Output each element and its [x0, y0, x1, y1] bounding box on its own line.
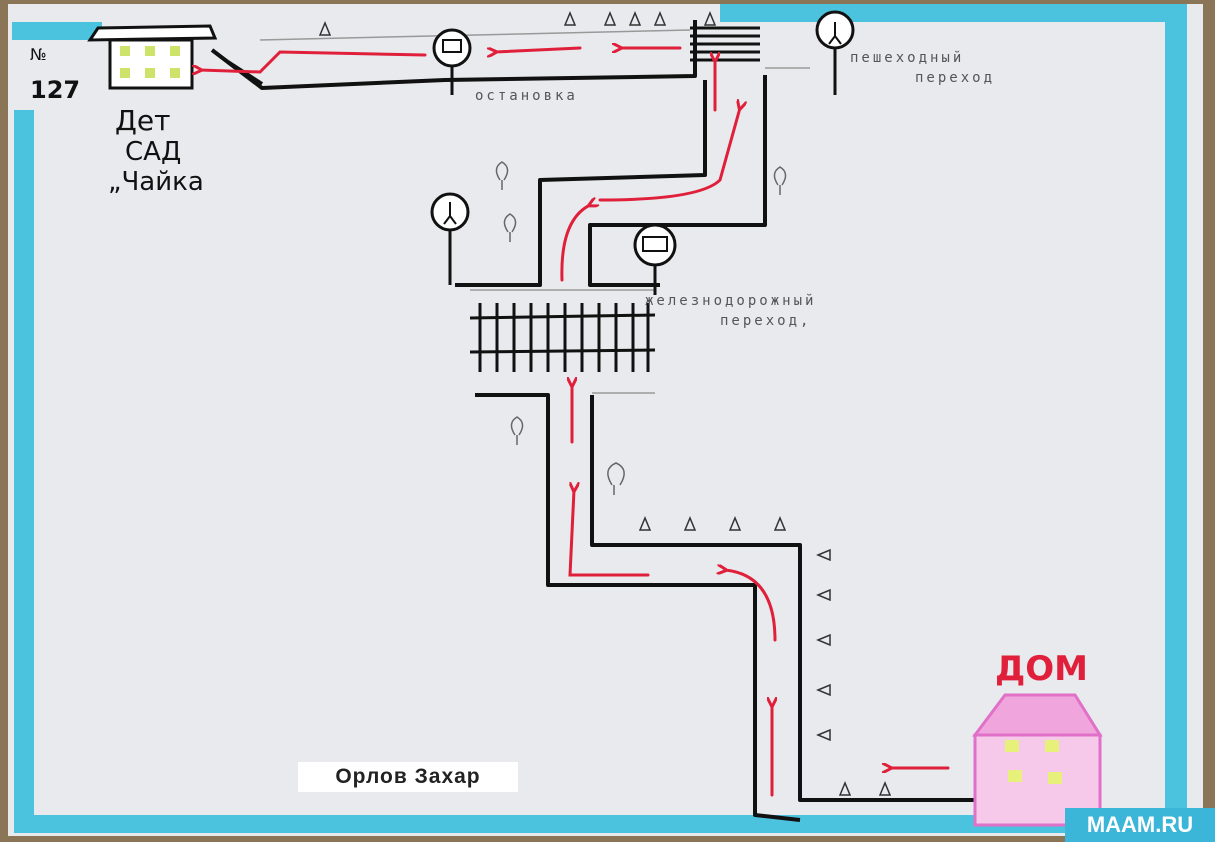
railway-crossing-label-2: переход, — [720, 313, 811, 329]
bus-stop-label: остановка — [475, 88, 578, 104]
railway-tracks — [469, 303, 656, 372]
bus-stop-sign-icon — [432, 28, 472, 95]
kindergarten-name-line3: „Чайка — [108, 167, 204, 197]
kindergarten-name-line1: Дет — [115, 104, 170, 137]
roads — [210, 20, 975, 822]
railway-crossing-label-1: железнодорожный — [645, 293, 816, 309]
pencil-lines — [259, 29, 810, 394]
house-marker-icons — [318, 11, 892, 796]
blue-tape-border — [12, 4, 1187, 833]
kindergarten-number: 127 — [30, 76, 80, 104]
author-name-label: Орлов Захар — [298, 762, 518, 792]
route-arrows — [200, 48, 950, 797]
home-label: ДОМ — [995, 649, 1088, 689]
pedestrian-sign-icon — [430, 192, 470, 285]
pedestrian-crosswalk — [690, 26, 760, 62]
tree-icons — [495, 161, 787, 495]
watermark-logo: MAAM.RU — [1065, 808, 1215, 842]
pedestrian-sign-icon-top — [815, 10, 855, 95]
bus-sign-icon — [633, 223, 677, 295]
home-building-icon — [972, 693, 1103, 827]
kindergarten-building-icon — [87, 24, 218, 90]
pedestrian-crossing-label-2: переход — [915, 70, 995, 86]
pedestrian-crossing-label-1: пешеходный — [850, 50, 964, 66]
kindergarten-number-label: № — [30, 45, 47, 64]
kindergarten-name-line2: САД — [125, 137, 181, 167]
